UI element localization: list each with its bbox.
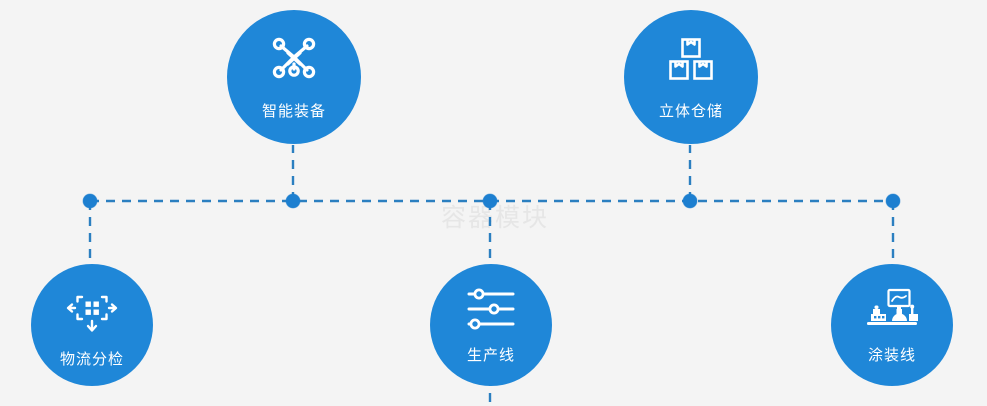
- node-label-sorting: 物流分检: [59, 350, 124, 368]
- node-label-painting: 涂装线: [867, 346, 916, 364]
- watermark-text: 容器模块: [440, 203, 549, 232]
- scan-sort-arrows-icon: [66, 288, 118, 334]
- sliders-icon: [466, 288, 516, 330]
- stacked-boxes-icon: [666, 36, 716, 84]
- node-circle-painting[interactable]: 涂装线: [831, 264, 953, 386]
- factory-machine-icon: [863, 288, 921, 330]
- node-label-warehouse: 立体仓储: [658, 102, 723, 120]
- junction-dot-right[interactable]: [886, 194, 900, 208]
- junction-dot-left[interactable]: [83, 194, 97, 208]
- network-nodes-icon: [268, 36, 320, 84]
- junction-dot-warehouse[interactable]: [683, 194, 697, 208]
- node-label-production: 生产线: [466, 346, 515, 364]
- node-circle-production[interactable]: 生产线: [430, 264, 552, 386]
- node-circle-smart-equipment[interactable]: 智能装备: [227, 10, 361, 144]
- node-circle-sorting[interactable]: 物流分检: [31, 264, 153, 386]
- junction-dot-center[interactable]: [483, 194, 497, 208]
- node-label-smart-equipment: 智能装备: [261, 102, 326, 120]
- node-circle-warehouse[interactable]: 立体仓储: [624, 10, 758, 144]
- junction-dot-smart-equipment[interactable]: [286, 194, 300, 208]
